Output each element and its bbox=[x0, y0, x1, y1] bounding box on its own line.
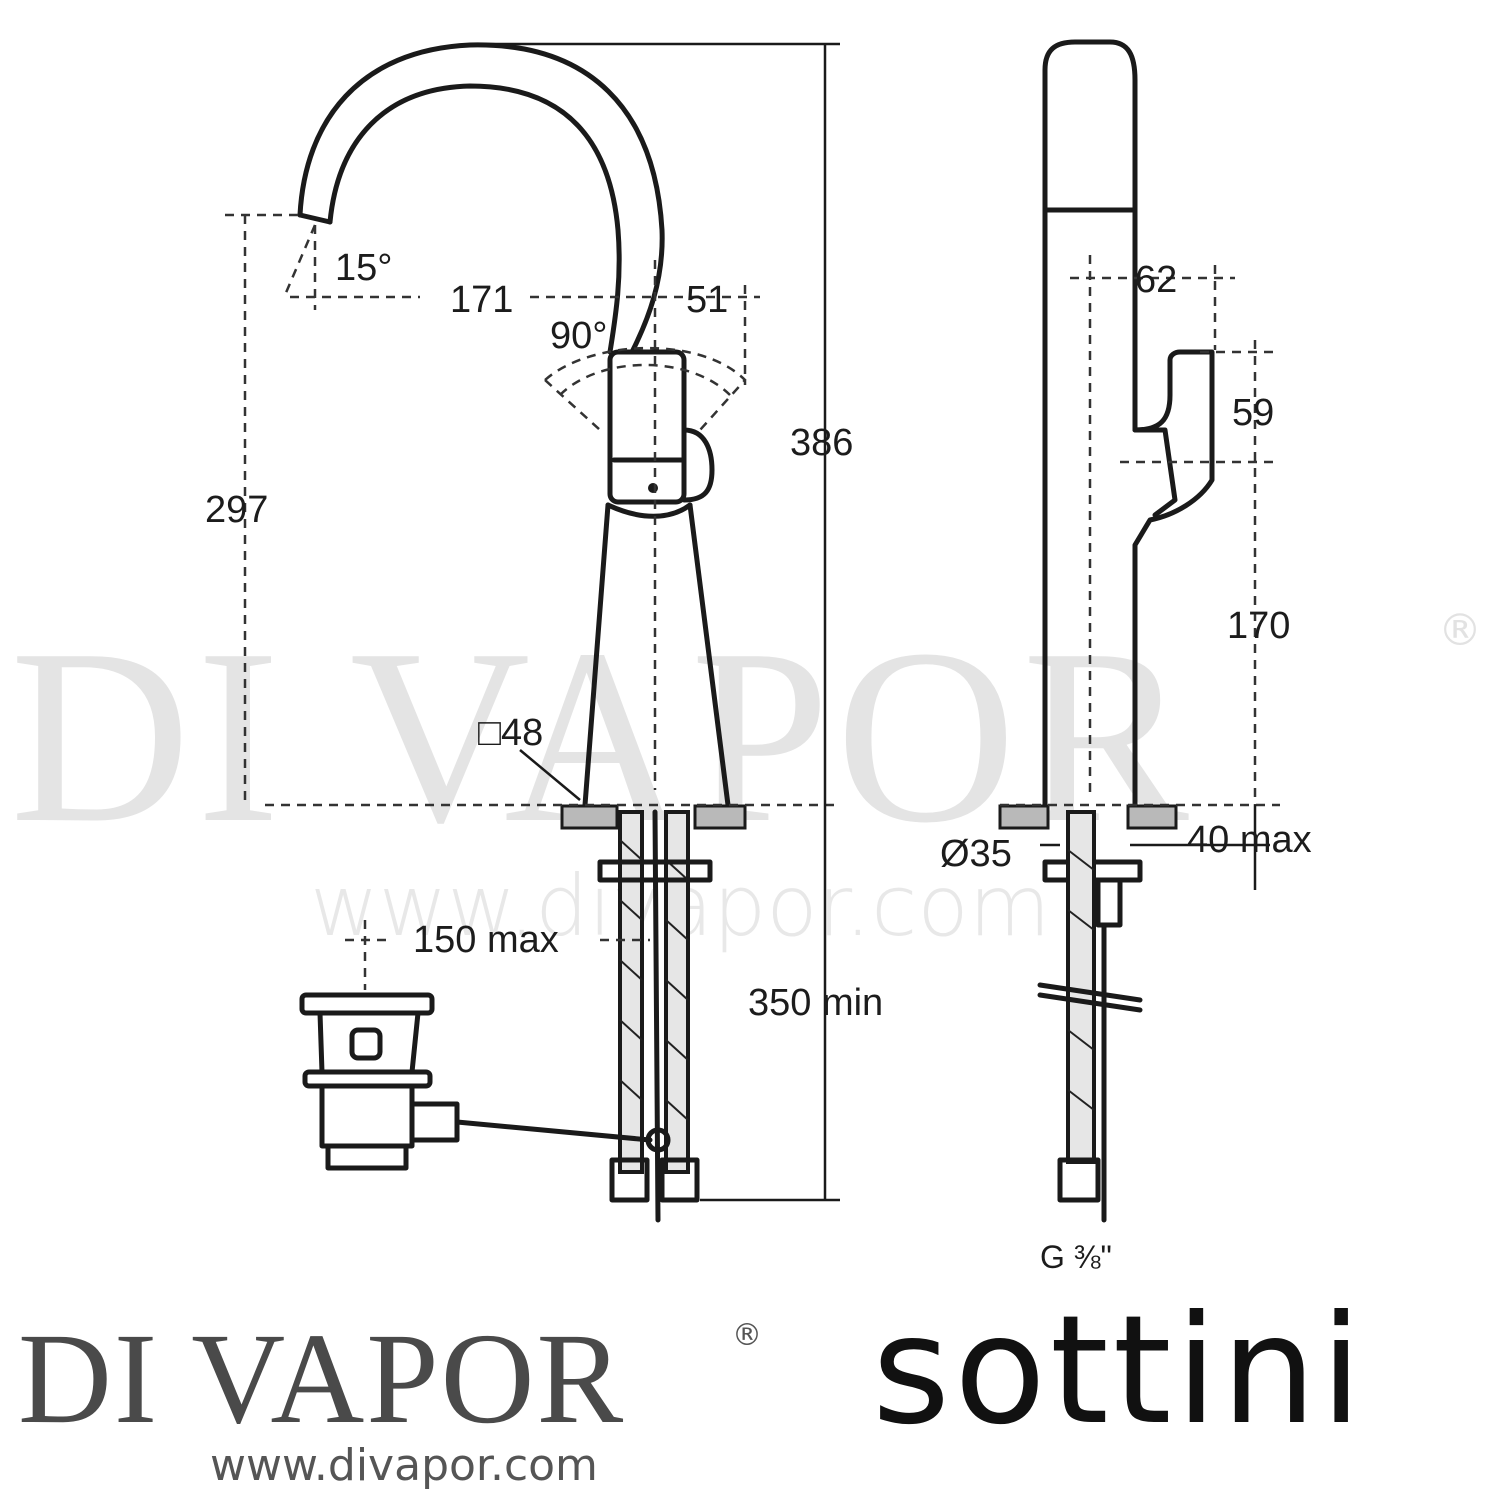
body-taper bbox=[582, 502, 731, 808]
pop-up-waste bbox=[299, 992, 653, 1171]
fitting-left bbox=[609, 1157, 650, 1203]
dim-hose-length: 350 min bbox=[748, 982, 883, 1024]
waste-cap bbox=[299, 992, 435, 1016]
dim-spout-angle: 15° bbox=[335, 247, 392, 289]
side-faucet-body bbox=[1042, 39, 1215, 808]
watermark-registered-mark: ® bbox=[1438, 605, 1482, 656]
deck-plate-right bbox=[693, 804, 747, 830]
side-dimensions bbox=[1040, 265, 1280, 890]
spout-outer bbox=[297, 42, 665, 355]
waste-slot bbox=[349, 1027, 383, 1061]
waste-thread bbox=[325, 1143, 409, 1171]
waste-body bbox=[317, 1010, 421, 1075]
swing-arc-left bbox=[544, 363, 731, 431]
base-square-leader bbox=[519, 749, 581, 801]
fitting-right bbox=[659, 1157, 700, 1203]
footer-partner-logo: sottini bbox=[872, 1284, 1366, 1458]
dim-reach: 171 bbox=[450, 279, 513, 321]
waste-link-rod bbox=[454, 1119, 653, 1143]
deck-plate-left bbox=[560, 804, 619, 830]
hose-right bbox=[664, 810, 690, 1174]
dim-lever-offset: 51 bbox=[686, 279, 728, 321]
footer-registered-mark: ® bbox=[732, 1318, 762, 1353]
spout-inner bbox=[327, 83, 622, 355]
front-dimensions bbox=[225, 42, 840, 1202]
front-hoses bbox=[597, 809, 713, 1223]
lever-pin bbox=[648, 483, 658, 493]
side-plate-left bbox=[998, 804, 1050, 830]
side-plate-right bbox=[1126, 804, 1178, 830]
dim-spout-height: 297 bbox=[205, 489, 268, 531]
side-body-outline bbox=[1042, 39, 1215, 808]
dim-base-square: □48 bbox=[478, 712, 543, 754]
dim-hole-diameter: Ø35 bbox=[940, 833, 1012, 875]
lever-handle bbox=[681, 427, 715, 503]
side-hose bbox=[1066, 810, 1096, 1164]
spout-tip bbox=[297, 212, 333, 225]
hose-left bbox=[618, 810, 644, 1174]
watermark-brand: DI VAPOR bbox=[10, 598, 1195, 875]
side-fitting bbox=[1057, 1157, 1101, 1203]
body-collar bbox=[605, 502, 693, 519]
dim-lever-height: 59 bbox=[1232, 392, 1274, 434]
footer-brand-logo: DI VAPOR bbox=[18, 1307, 625, 1451]
dim-lever-rotation: 90° bbox=[550, 315, 607, 357]
pop-up-rod bbox=[652, 809, 661, 1223]
swing-arc-right bbox=[544, 346, 747, 431]
lever-head bbox=[607, 349, 687, 505]
waste-tail bbox=[319, 1083, 415, 1149]
waste-arm-socket bbox=[409, 1101, 460, 1143]
dim-lever-width: 62 bbox=[1135, 259, 1177, 301]
dim-connection: G ⅜" bbox=[1040, 1239, 1112, 1275]
dim-deck-thickness: 40 max bbox=[1187, 819, 1312, 861]
dim-waste-distance: 150 max bbox=[413, 919, 559, 961]
footer-url: www.divapor.com bbox=[210, 1440, 598, 1491]
side-lever-profile bbox=[1132, 427, 1178, 518]
dim-total-height: 386 bbox=[790, 422, 853, 464]
dim-lever-base-height: 170 bbox=[1227, 605, 1290, 647]
side-valve bbox=[1095, 877, 1123, 928]
front-faucet-body bbox=[297, 42, 747, 808]
side-hoses bbox=[1037, 810, 1143, 1223]
